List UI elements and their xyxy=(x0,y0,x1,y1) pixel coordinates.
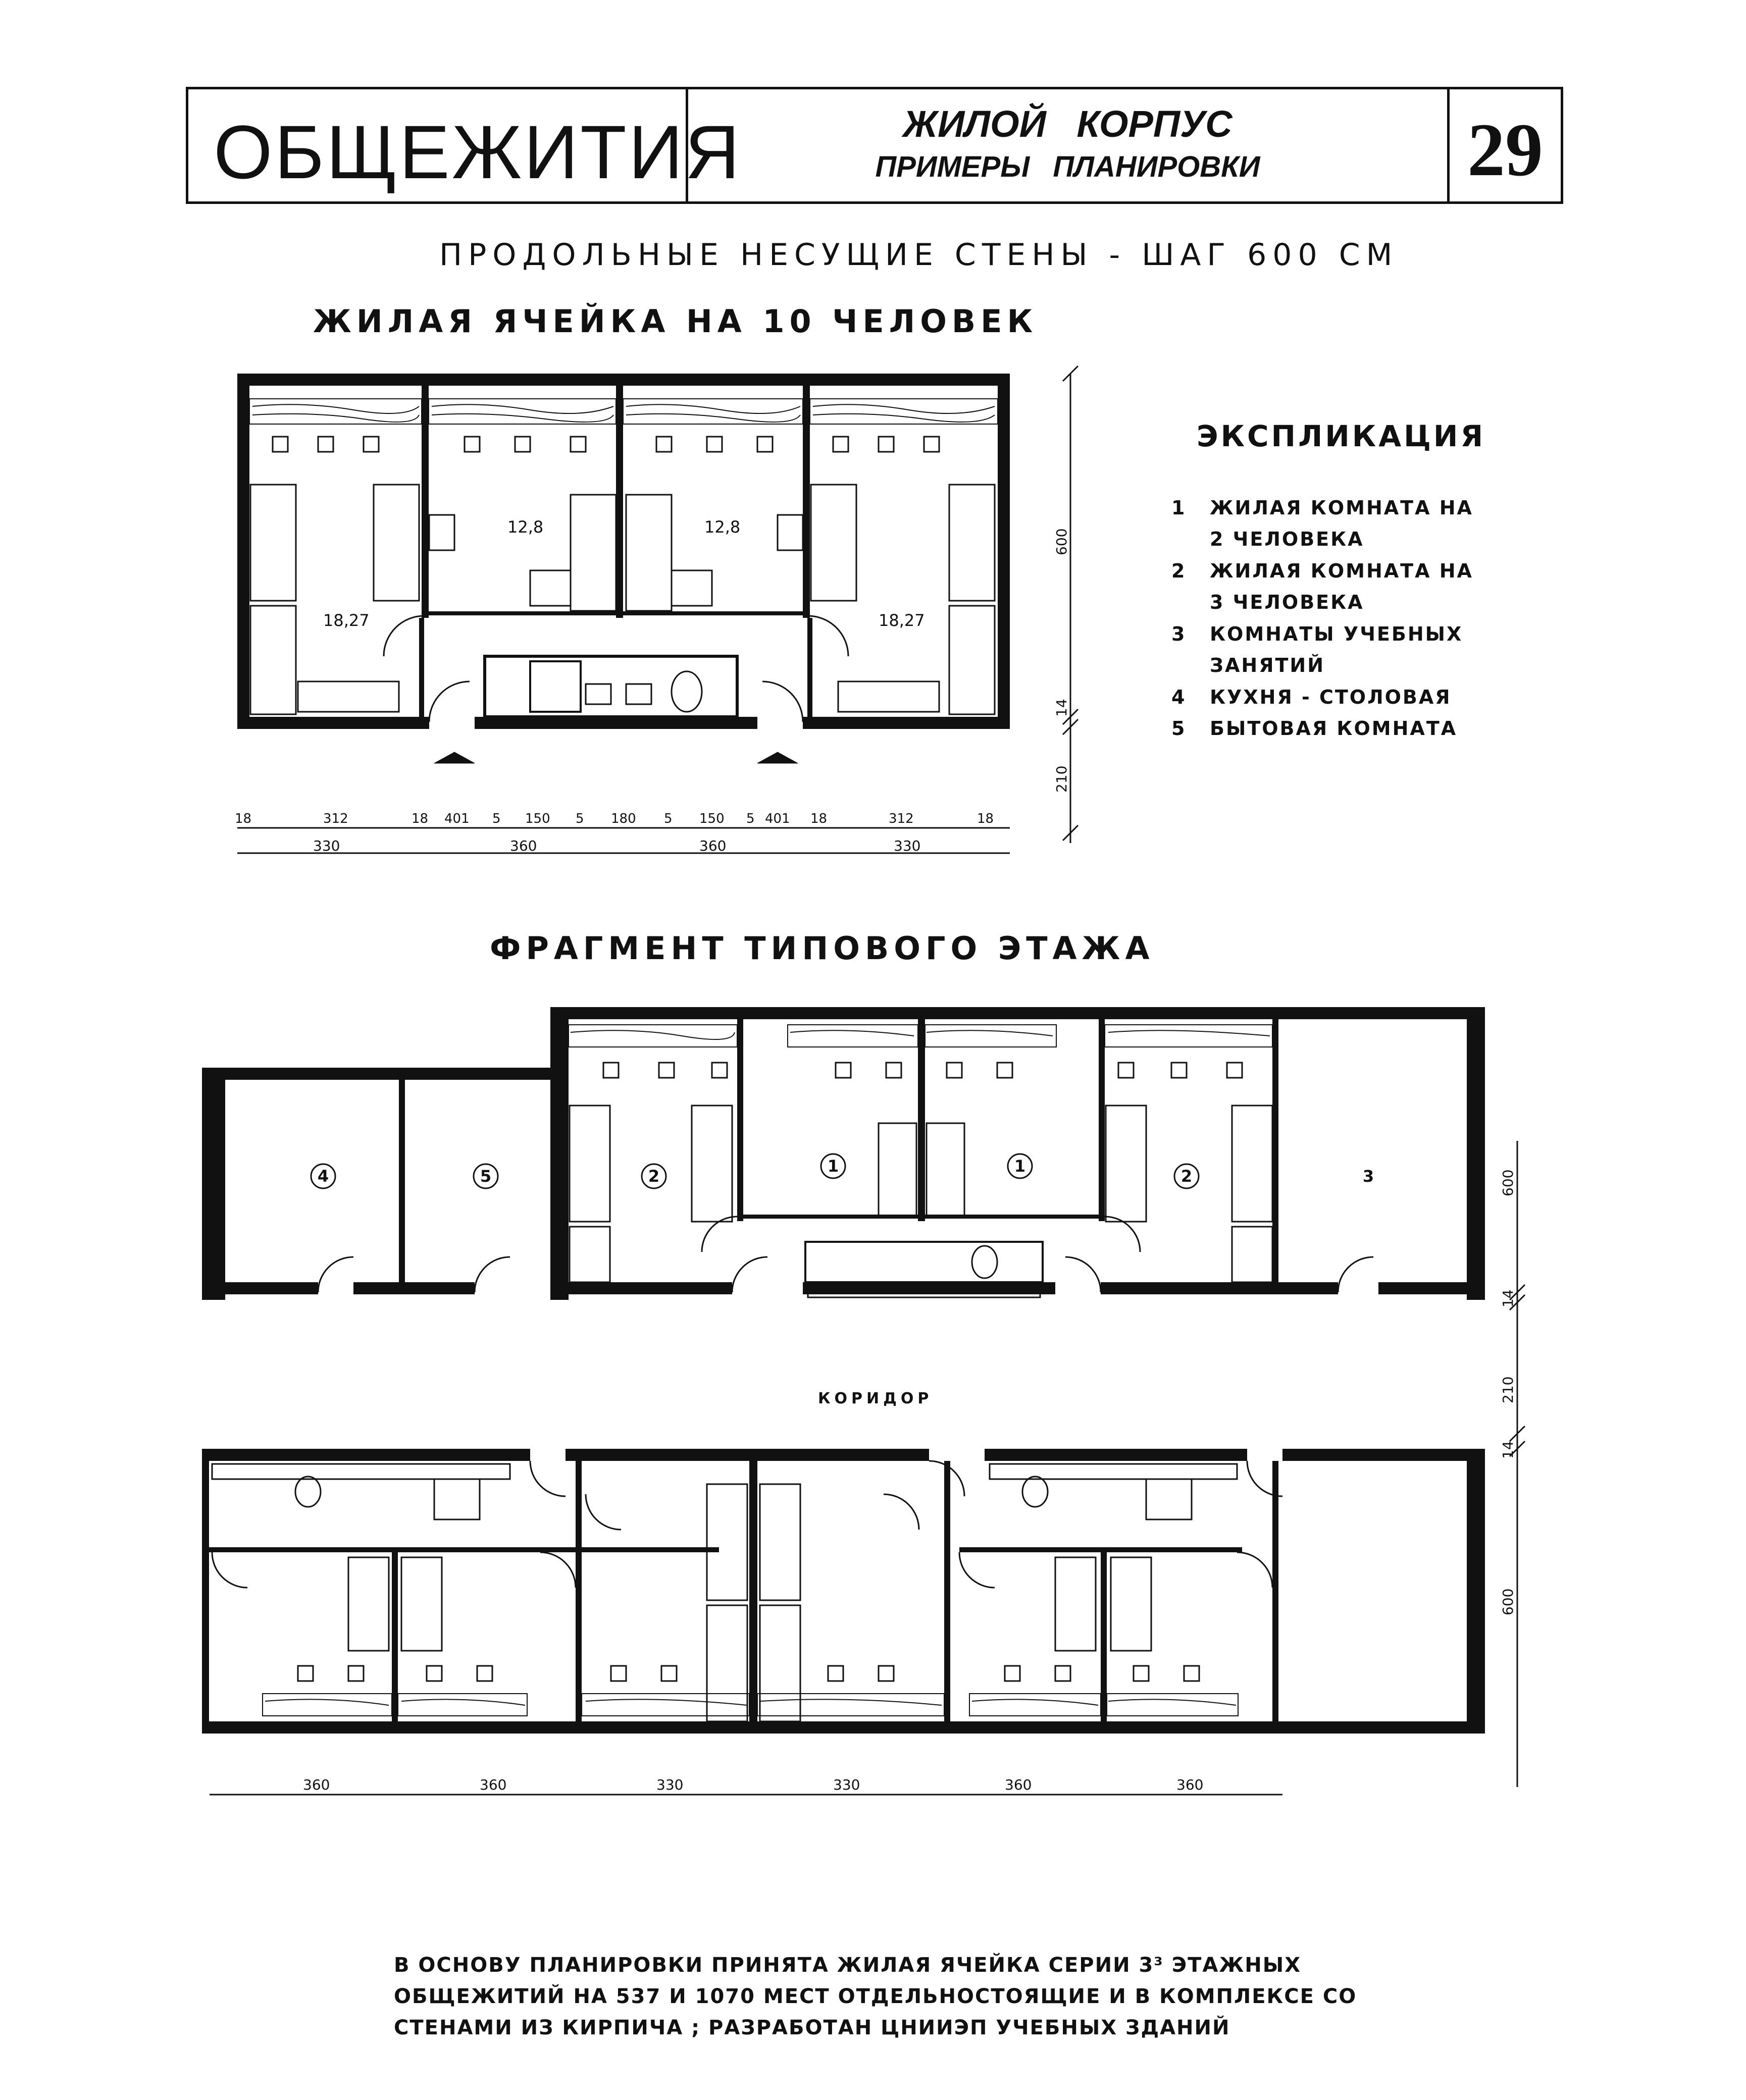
dimension-label: 18 xyxy=(977,811,994,826)
legend-item-text: КОМНАТЫ УЧЕБНЫХ ЗАНЯТИЙ xyxy=(1210,623,1463,676)
title-cell: ОБЩЕЖИТИЯ xyxy=(188,89,740,201)
legend-item-text: ЖИЛАЯ КОМНАТА НА 2 ЧЕЛОВЕКА xyxy=(1210,497,1473,550)
dimension-label: 330 xyxy=(313,837,340,854)
dimension-label: 360 xyxy=(480,1776,506,1793)
legend-item-number: 2 xyxy=(1171,560,1187,582)
floor-plan-heading: ФРАГМЕНТ ТИПОВОГО ЭТАЖА xyxy=(490,930,1155,967)
floor-plan-drawing: 4 5 2 1 1 2 3 КОРИДОР 600 14 210 14 600 … xyxy=(202,1007,1526,1796)
subtitle-line-1: ЖИЛОЙ КОРПУС xyxy=(903,103,1233,145)
subtitle-cell: ЖИЛОЙ КОРПУС ПРИМЕРЫ ПЛАНИРОВКИ xyxy=(688,89,1450,201)
header-frame: ОБЩЕЖИТИЯ ЖИЛОЙ КОРПУС ПРИМЕРЫ ПЛАНИРОВК… xyxy=(186,87,1563,204)
room-area-label: 12,8 xyxy=(704,517,740,537)
dimension-label: 360 xyxy=(1005,1776,1032,1793)
dimension-label: 360 xyxy=(303,1776,330,1793)
dimension-label: 360 xyxy=(1176,1776,1203,1793)
cell-plan-drawing: 18,27 12,8 12,8 18,27 600 14 210 18 312 … xyxy=(235,365,1079,854)
room-marker-label: 3 xyxy=(1363,1167,1374,1186)
dimension-label: 18 xyxy=(412,811,428,826)
dimension-label: 401 xyxy=(444,811,470,826)
dimension-label: 312 xyxy=(323,811,348,826)
dimension-label: 14 xyxy=(1053,699,1070,717)
dimension-label: 14 xyxy=(1500,1441,1516,1459)
dimension-label: 5 xyxy=(746,811,755,826)
dimension-label: 150 xyxy=(525,811,550,826)
dimension-label: 5 xyxy=(492,811,501,826)
room-area-label: 18,27 xyxy=(323,611,370,630)
dimension-label: 14 xyxy=(1500,1289,1516,1307)
dimension-label: 330 xyxy=(656,1776,683,1793)
dimension-label: 600 xyxy=(1500,1170,1516,1196)
document-title: ОБЩЕЖИТИЯ xyxy=(214,110,742,194)
legend-title: ЭКСПЛИКАЦИЯ xyxy=(1197,419,1486,453)
dimension-label: 360 xyxy=(699,837,726,854)
dimension-label: 600 xyxy=(1500,1589,1516,1615)
cell-plan-heading: ЖИЛАЯ ЯЧЕЙКА НА 10 ЧЕЛОВЕК xyxy=(313,303,1038,340)
subtitle-line-2: ПРИМЕРЫ ПЛАНИРОВКИ xyxy=(875,150,1260,183)
dimension-label: 18 xyxy=(235,811,251,826)
room-marker-label: 2 xyxy=(1181,1167,1192,1186)
legend-item-text: БЫТОВАЯ КОМНАТА xyxy=(1210,717,1458,740)
room-marker-label: 1 xyxy=(828,1157,839,1176)
room-marker-label: 2 xyxy=(648,1167,659,1186)
dimension-label: 5 xyxy=(664,811,673,826)
legend-item-number: 3 xyxy=(1171,623,1187,645)
room-marker-label: 5 xyxy=(480,1167,491,1186)
footnote: В ОСНОВУ ПЛАНИРОВКИ ПРИНЯТА ЖИЛАЯ ЯЧЕЙКА… xyxy=(394,1954,1357,2039)
dimension-label: 330 xyxy=(894,837,920,854)
dimension-label: 600 xyxy=(1053,529,1070,555)
dimension-label: 312 xyxy=(889,811,914,826)
room-area-label: 18,27 xyxy=(879,611,925,630)
dimension-label: 210 xyxy=(1053,766,1070,793)
room-marker-label: 4 xyxy=(318,1167,329,1186)
dimension-label: 18 xyxy=(810,811,827,826)
dimension-label: 210 xyxy=(1500,1377,1516,1403)
dimension-label: 401 xyxy=(765,811,790,826)
legend-item-number: 4 xyxy=(1171,686,1187,708)
legend-item-text: ЖИЛАЯ КОМНАТА НА 3 ЧЕЛОВЕКА xyxy=(1210,560,1473,613)
dimension-label: 180 xyxy=(611,811,636,826)
page-number: 29 xyxy=(1467,108,1543,192)
dimension-label: 330 xyxy=(833,1776,860,1793)
section-heading: ПРОДОЛЬНЫЕ НЕСУЩИЕ СТЕНЫ - ШАГ 600 СМ xyxy=(439,237,1399,273)
legend-item-number: 1 xyxy=(1171,497,1187,519)
legend-item-text: КУХНЯ - СТОЛОВАЯ xyxy=(1210,686,1452,708)
room-area-label: 12,8 xyxy=(507,517,543,537)
dimension-label: 150 xyxy=(699,811,725,826)
page-number-cell: 29 xyxy=(1450,89,1561,201)
corridor-label: КОРИДОР xyxy=(818,1390,933,1407)
dimension-label: 5 xyxy=(576,811,584,826)
dimension-label: 360 xyxy=(510,837,537,854)
room-marker-label: 1 xyxy=(1014,1157,1025,1176)
legend-item-number: 5 xyxy=(1171,717,1187,740)
